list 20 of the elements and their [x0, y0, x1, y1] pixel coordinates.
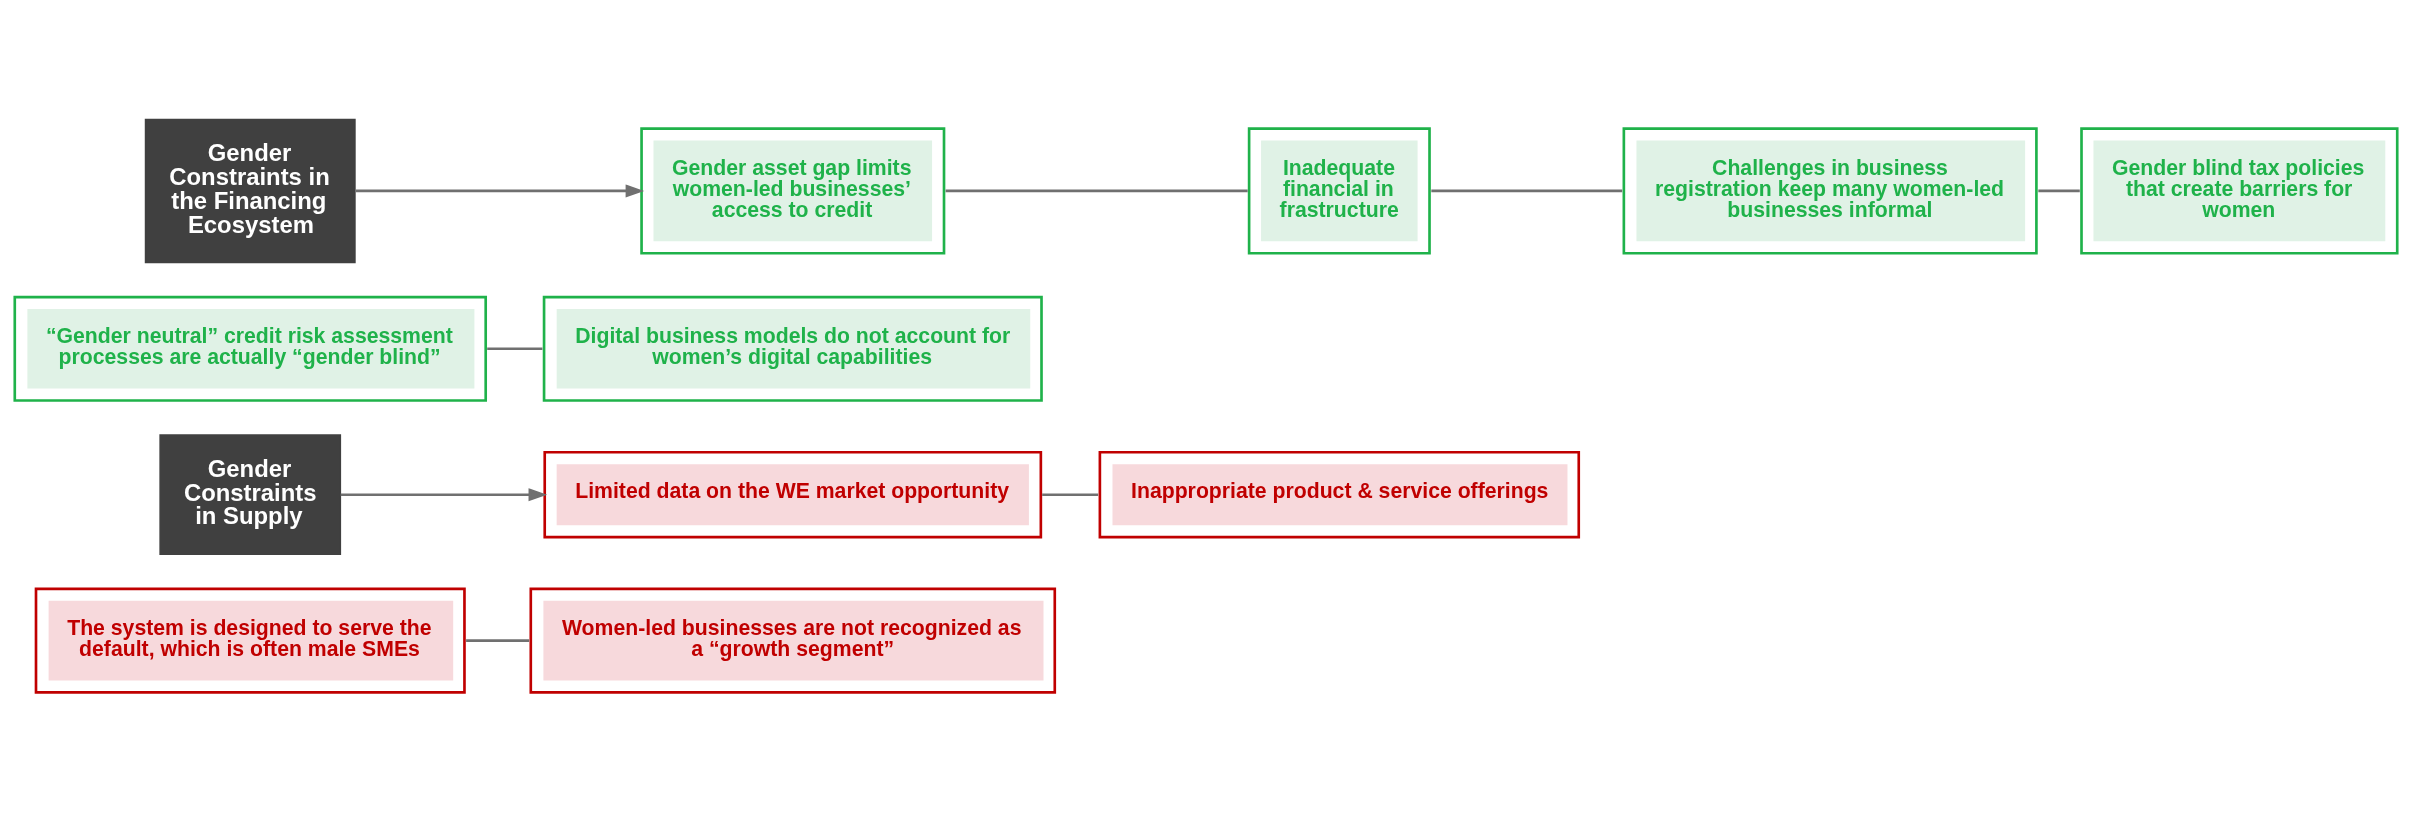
- node-box: “Gender neutral” credit risk assessment processes are actually “gender blind”: [13, 295, 487, 402]
- node-box: Women-led businesses are not recognized as a “growth segment”: [529, 587, 1057, 694]
- node-box: Digital business models do not account for women’s digital capabilities: [542, 295, 1043, 402]
- node-box: Inappropriate product & service offerings: [1098, 450, 1581, 539]
- connector: [487, 347, 543, 351]
- node-box: Challenges in business registration keep many women-led businesses informal: [1622, 127, 2038, 255]
- node-box: The system is designed to serve the default, which is often male SMEs: [34, 587, 466, 694]
- node-box: Limited data on the WE market opportunity: [543, 450, 1043, 539]
- node-box: Gender Constraints in the Financing Ecosystem: [144, 118, 356, 264]
- connector: [1042, 493, 1099, 497]
- node-box: Gender asset gap limits women-led businesses’ access to credit: [640, 127, 946, 255]
- node-box: Gender blind tax policies that create barriers for women: [2080, 127, 2399, 255]
- arrow: [355, 184, 645, 198]
- arrow: [340, 488, 548, 502]
- connector: [2038, 189, 2080, 193]
- connector: [945, 189, 1248, 193]
- connector: [1431, 189, 1623, 193]
- node-box: Inadequate financial infrastructure: [1247, 127, 1431, 255]
- node-box: Gender Constraints in Supply: [159, 434, 342, 556]
- connector: [466, 639, 530, 642]
